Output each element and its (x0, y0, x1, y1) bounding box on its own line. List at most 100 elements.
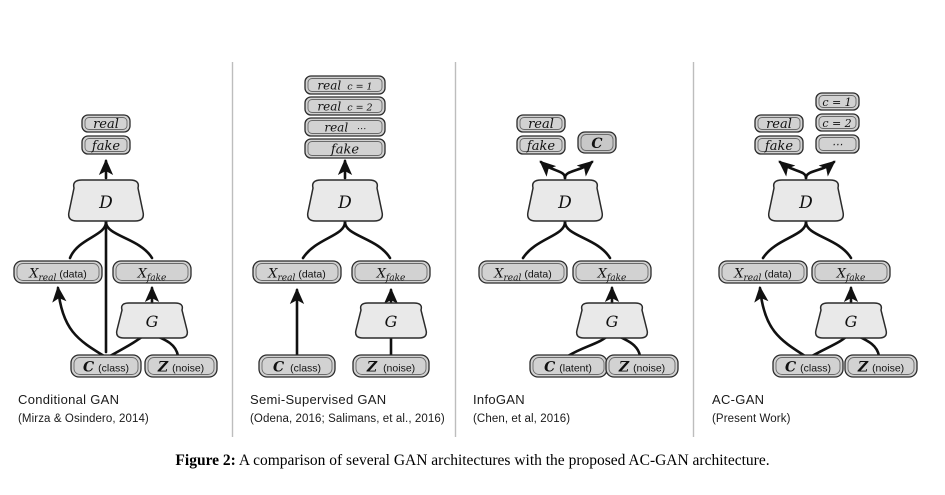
output-cdots-acgan: ⋯ (815, 134, 860, 154)
generator-label: G (606, 312, 619, 331)
figure-caption: Figure 2: A comparison of several GAN ar… (0, 452, 945, 470)
input-xreal-acgan: Xreal(data) (718, 260, 808, 284)
edge-xreal-to-d (301, 220, 347, 260)
edge-xreal-to-d (761, 220, 808, 260)
gan-architecture-diagram: real fake D Xreal(data) (13, 62, 918, 437)
output-real-acgan: real (754, 114, 804, 133)
edge-xfake-to-d (343, 220, 392, 260)
panel-title: Semi-Supervised GAN (250, 392, 386, 407)
input-xfake-conditional: Xfake (112, 260, 192, 284)
edge-d-to-class (804, 160, 836, 180)
latent-label: C(class) (785, 360, 831, 376)
edge-d-to-c (563, 160, 594, 180)
output-fake-conditional: fake (81, 135, 131, 155)
input-label: Xfake (836, 267, 866, 284)
generator-label: G (385, 312, 398, 331)
latent-c-conditional: C(class) (70, 354, 142, 378)
latent-c-semisup: C(class) (258, 354, 336, 378)
panel-citation: (Mirza & Osindero, 2014) (18, 413, 149, 425)
output-label: c = 1 (822, 96, 851, 109)
input-label: Xreal(data) (267, 267, 326, 284)
latent-label: C(latent) (544, 360, 592, 376)
output-label: fake (526, 139, 555, 154)
figure-caption-label: Figure 2: (175, 452, 236, 469)
input-label: Xfake (376, 267, 406, 284)
output-label: real (528, 117, 554, 132)
generator-infogan: G (575, 302, 649, 339)
output-fake-acgan: fake (754, 135, 804, 155)
input-label: Xfake (597, 267, 627, 284)
edge-xfake-to-d (804, 220, 853, 260)
latent-label: Z(noise) (857, 360, 904, 376)
panel-title: AC-GAN (712, 392, 764, 407)
generator-semisup: G (354, 302, 428, 339)
output-label: fake (764, 139, 793, 154)
panel-title: InfoGAN (473, 392, 525, 407)
output-label: fake (330, 143, 359, 158)
output-real-ellipsis-semisup: real⋯ (304, 117, 386, 137)
output-fake-infogan: fake (516, 135, 566, 155)
panel-conditional-gan: real fake D Xreal(data) (13, 114, 218, 425)
discriminator-label: D (798, 193, 813, 213)
output-label: fake (91, 139, 120, 154)
edge-d-to-realfake (539, 160, 567, 180)
output-label: real⋯ (324, 121, 366, 135)
latent-c-infogan: C(latent) (529, 354, 608, 378)
generator-conditional: G (115, 302, 189, 339)
edges-semi-supervised-gan (289, 158, 399, 358)
output-c-infogan: C (577, 131, 617, 154)
panel-citation: (Present Work) (712, 413, 791, 425)
panel-citation: (Chen, et al, 2016) (473, 413, 570, 425)
input-label: Xreal(data) (493, 267, 552, 284)
generator-label: G (146, 312, 159, 331)
latent-z-infogan: Z(noise) (605, 354, 679, 378)
edge-xreal-to-d (68, 220, 108, 260)
panel-citation: (Odena, 2016; Salimans, et al., 2016) (250, 413, 445, 425)
input-xreal-semisup: Xreal(data) (252, 260, 342, 284)
input-label: Xreal(data) (28, 267, 87, 284)
output-label: c = 2 (822, 117, 851, 130)
output-real-infogan: real (516, 114, 566, 133)
input-xfake-semisup: Xfake (351, 260, 431, 284)
edge-xfake-to-d (563, 220, 612, 260)
input-label: Xfake (137, 267, 167, 284)
latent-label: Z(noise) (157, 360, 204, 376)
discriminator-acgan: D (767, 179, 845, 222)
generator-acgan: G (814, 302, 888, 339)
latent-c-acgan: C(class) (772, 354, 844, 378)
edge-c-to-xreal (52, 285, 106, 358)
input-xreal-infogan: Xreal(data) (478, 260, 568, 284)
latent-label: C(class) (273, 360, 321, 376)
input-label: Xreal(data) (733, 267, 792, 284)
latent-z-semisup: Z(noise) (352, 354, 430, 378)
panel-ac-gan: real fake c = 1 c = 2 ⋯ (712, 92, 918, 425)
output-label: real (93, 117, 119, 132)
discriminator-conditional: D (67, 179, 145, 222)
output-real-conditional: real (81, 114, 131, 133)
output-fake-semisup: fake (304, 138, 386, 159)
discriminator-label: D (98, 193, 113, 213)
output-label: ⋯ (832, 138, 843, 151)
edge-xreal-to-d (521, 220, 567, 260)
input-xreal-conditional: Xreal(data) (13, 260, 103, 284)
latent-z-acgan: Z(noise) (844, 354, 918, 378)
input-xfake-infogan: Xfake (572, 260, 652, 284)
discriminator-label: D (337, 193, 352, 213)
output-c2-acgan: c = 2 (815, 113, 860, 132)
latent-label: C(class) (83, 360, 129, 376)
discriminator-label: D (557, 193, 572, 213)
output-label: real (766, 117, 792, 132)
panel-title: Conditional GAN (18, 392, 119, 407)
latent-z-conditional: Z(noise) (144, 354, 218, 378)
discriminator-semisup: D (306, 179, 384, 222)
figure-caption-text: A comparison of several GAN architecture… (235, 452, 770, 469)
output-c1-acgan: c = 1 (815, 92, 860, 111)
generator-label: G (845, 312, 858, 331)
edge-d-to-realfake (778, 160, 808, 180)
